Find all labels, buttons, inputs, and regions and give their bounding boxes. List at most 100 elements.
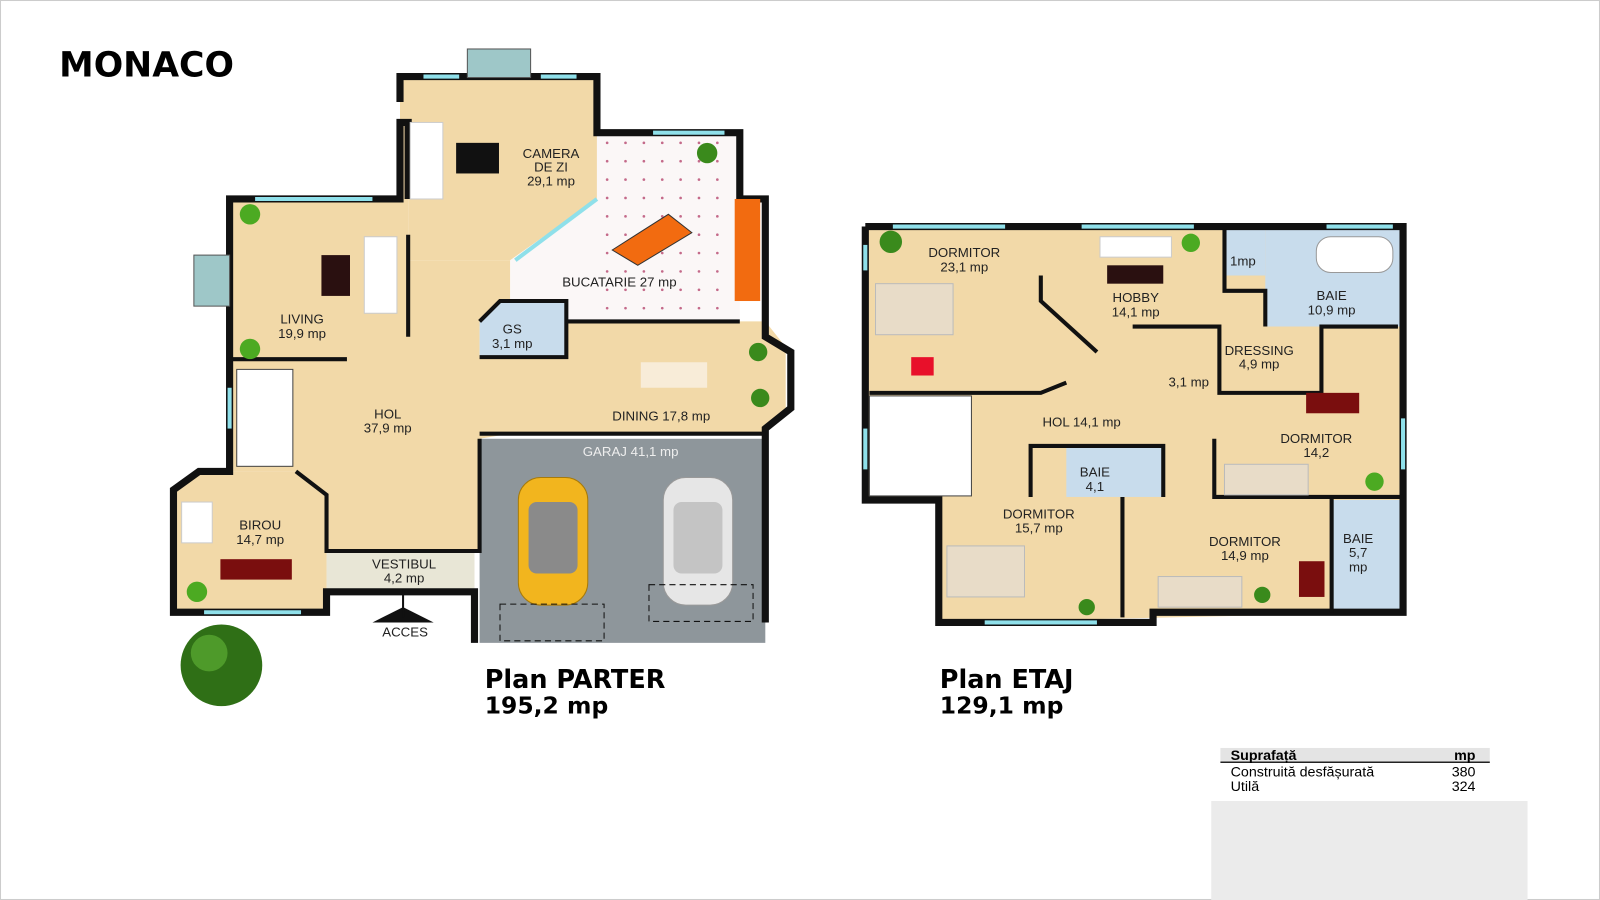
coffee-table xyxy=(321,255,350,296)
tile-dot xyxy=(716,288,719,292)
tile-dot xyxy=(660,270,664,273)
tile-dot xyxy=(624,215,627,218)
tile-dot xyxy=(642,141,646,145)
room-area: 23,1 mp xyxy=(940,259,988,274)
tile-dot xyxy=(697,215,701,218)
tree-highlight xyxy=(190,634,228,672)
hobby-wall xyxy=(1038,275,1099,354)
tile-dot xyxy=(679,196,682,200)
room-area: 4,1 xyxy=(1086,479,1104,494)
room-label: BUCATARIE 27 mp xyxy=(562,275,676,290)
tile-dot xyxy=(697,270,701,273)
car-roof xyxy=(528,502,578,574)
bath-walls xyxy=(1222,229,1268,327)
dining-table xyxy=(640,362,708,388)
room-label: LIVING xyxy=(280,311,323,326)
room-label: HOBBY xyxy=(1113,290,1160,305)
glass-partition xyxy=(514,197,599,262)
room-floor-kitchen xyxy=(510,132,740,322)
tile-dot xyxy=(660,178,664,181)
dormitor-walls xyxy=(1212,438,1404,499)
room-floor-gs xyxy=(479,301,567,358)
tile-dot xyxy=(605,233,609,237)
sofa xyxy=(409,121,444,200)
tile-dot xyxy=(660,159,664,163)
tile-dot xyxy=(624,141,627,145)
tile-dot xyxy=(642,306,646,310)
parking-marking xyxy=(648,584,754,622)
tile-dot xyxy=(624,178,627,181)
tile-dot xyxy=(624,159,627,163)
kitchen-counter xyxy=(734,198,761,302)
table-cell: Utilă xyxy=(1231,779,1260,795)
room-label: DORMITOR xyxy=(1209,534,1281,549)
room-floor-vestibul xyxy=(326,551,475,592)
tile-dot xyxy=(716,196,719,200)
room-label: DE ZI xyxy=(534,159,568,174)
tile-dot xyxy=(679,251,682,255)
plant-icon xyxy=(748,342,768,362)
table-cell: 324 xyxy=(1452,779,1476,795)
kitchen-island xyxy=(611,213,693,266)
room-floor-baie-5 xyxy=(1331,500,1404,611)
bathtub xyxy=(1315,236,1394,273)
cabinet xyxy=(181,501,213,544)
blank-panel xyxy=(1211,801,1528,900)
plant-icon xyxy=(1181,233,1200,253)
room-label: GARAJ 41,1 mp xyxy=(583,444,679,459)
room-area: 19,9 mp xyxy=(278,326,326,341)
tile-dot xyxy=(660,215,664,218)
room-label: HOL 14,1 mp xyxy=(1042,415,1120,430)
summary-table: Suprafață mp Construită desfășurată 380 … xyxy=(1220,747,1490,795)
tile-dot xyxy=(660,251,664,255)
room-label: DORMITOR xyxy=(1280,431,1352,446)
project-title: MONACO xyxy=(59,46,234,86)
table-header: mp xyxy=(1454,748,1476,764)
room-label: CAMERA xyxy=(523,146,580,161)
bed xyxy=(1157,576,1243,608)
tile-dot xyxy=(716,215,719,218)
table-cell: Construită desfășurată xyxy=(1231,765,1375,781)
room-area: 5,7 xyxy=(1349,545,1367,560)
plant-icon xyxy=(239,204,261,225)
room-area: 37,9 mp xyxy=(364,421,412,436)
room-area: 14,2 xyxy=(1303,445,1329,460)
tile-dot xyxy=(697,288,701,292)
room-area: 15,7 mp xyxy=(1015,521,1063,536)
room-label: GS xyxy=(503,322,522,337)
ground-floor-plan: CAMERA DE ZI 29,1 mp LIVING 19,9 mp BUCA… xyxy=(169,48,795,719)
tile-dot xyxy=(605,178,609,181)
tile-dot xyxy=(660,141,664,145)
tile-dot xyxy=(642,215,646,218)
plant-icon xyxy=(696,142,718,164)
gs-walls xyxy=(478,298,569,360)
tile-dot xyxy=(642,270,646,273)
tile-dot xyxy=(697,141,701,145)
staircase xyxy=(868,395,972,497)
tile-dot xyxy=(624,233,627,237)
tile-dot xyxy=(716,306,719,310)
table-header: Suprafață xyxy=(1231,748,1298,764)
room-area: 10,9 mp xyxy=(1308,302,1356,317)
upper-floor-area: 129,1 mp xyxy=(940,691,1064,719)
room-label: DRESSING xyxy=(1225,343,1294,358)
room-area: 14,7 mp xyxy=(236,532,284,547)
tile-dot xyxy=(642,196,646,200)
room-label: BAIE xyxy=(1080,465,1110,480)
tile-dot xyxy=(697,251,701,255)
plant-icon xyxy=(751,388,770,408)
room-label: HOL xyxy=(374,406,401,421)
plant-icon xyxy=(1365,472,1384,491)
tile-dot xyxy=(716,141,719,145)
upper-floor-plan: DORMITOR 23,1 mp HOBBY 14,1 mp 1mp BAIE … xyxy=(861,222,1407,719)
upper-floor-name: Plan ETAJ xyxy=(940,665,1074,695)
room-area: 14,9 mp xyxy=(1221,548,1269,563)
tile-dot xyxy=(605,306,609,310)
tile-dot xyxy=(679,270,682,273)
plant-icon xyxy=(239,338,261,360)
entrance-label: ACCES xyxy=(382,625,428,640)
tile-dot xyxy=(679,288,682,292)
room-label: BIROU xyxy=(239,518,281,533)
desk xyxy=(1298,561,1325,597)
car-roof xyxy=(673,502,723,574)
